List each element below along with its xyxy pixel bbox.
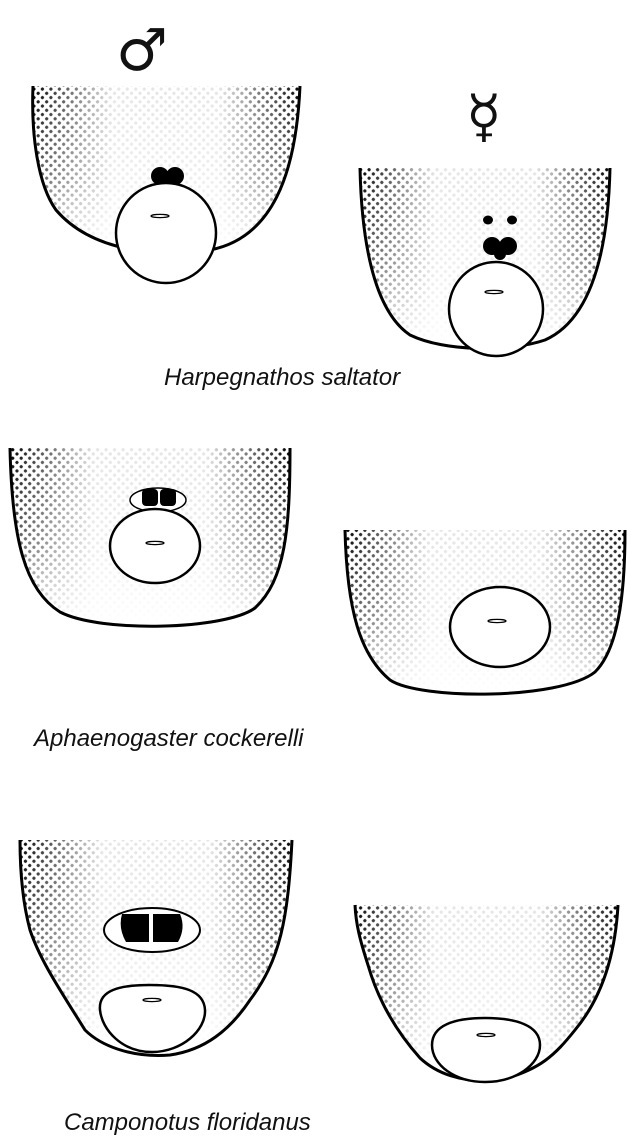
clypeus [449,262,543,356]
worker-symbol: ☿ [466,82,502,150]
species-label-aphaenogaster: Aphaenogaster cockerelli [32,725,304,752]
head-camponotus-worker [355,905,618,1082]
ocelli [104,908,200,952]
head-aphaenogaster-male [10,448,290,626]
head-harpegnathos-male [33,86,300,283]
species-label-camponotus: Camponotus floridanus [64,1109,311,1136]
clypeus [432,1018,540,1082]
clypeus [110,509,200,583]
clypeus [450,587,550,667]
male-symbol: ♂ [116,16,168,84]
clypeus [116,183,216,283]
species-label-harpegnathos: Harpegnathos saltator [164,364,401,391]
head-camponotus-male [20,840,292,1055]
head-aphaenogaster-worker [345,530,625,694]
head-harpegnathos-worker [360,168,610,356]
